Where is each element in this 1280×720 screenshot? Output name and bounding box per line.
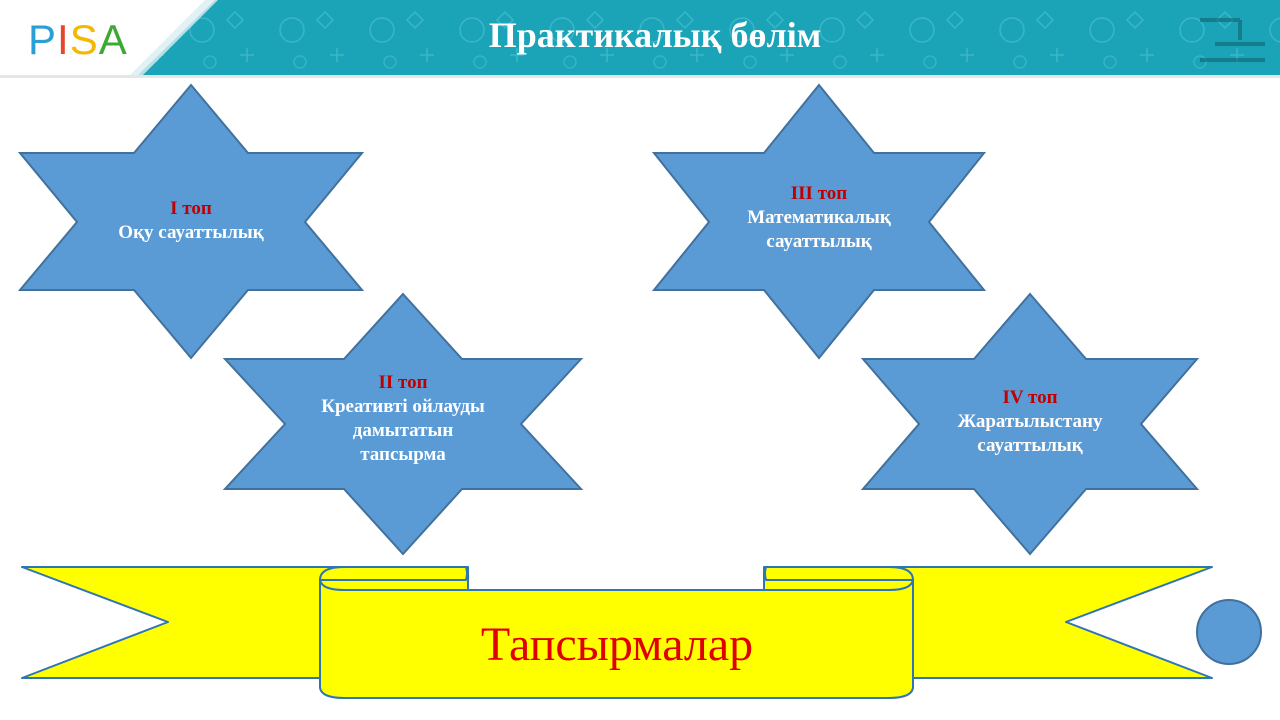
page-title: Практикалық бөлім — [488, 15, 822, 55]
group-label: IV топ — [1002, 387, 1058, 408]
logo-letter-a: A — [98, 16, 128, 63]
navigation-circle-button[interactable] — [1195, 598, 1265, 668]
logo-letter-s: S — [69, 16, 99, 63]
star-text-4: IV топ Жаратылыстану сауаттылық — [919, 386, 1141, 458]
group-subject-line: сауаттылық — [766, 231, 872, 252]
banner-label: Тапсырмалар — [480, 618, 754, 671]
group-subject-line: дамытатын — [352, 420, 454, 441]
logo-letter-i: I — [57, 16, 70, 63]
group-subject-line: Креативті ойлауды — [321, 396, 485, 417]
header-band — [0, 0, 1280, 78]
logo-letter-p: P — [28, 16, 58, 63]
star-text-3: III топ Математикалық сауаттылық — [709, 182, 929, 254]
star-group-4[interactable] — [860, 292, 1200, 556]
microscope-icon — [1200, 18, 1265, 62]
group-label: III топ — [790, 183, 848, 204]
star-group-1[interactable] — [17, 83, 365, 360]
group-label: II топ — [378, 372, 428, 393]
star-group-3[interactable] — [651, 83, 987, 360]
star-group-2[interactable] — [222, 292, 584, 556]
group-subject-line: Жаратылыстану — [957, 411, 1103, 432]
group-label: I топ — [170, 198, 212, 219]
group-subject-line: Математикалық — [747, 207, 891, 228]
group-subject-line: Оқу сауаттылық — [118, 222, 264, 243]
group-subject-line: сауаттылық — [977, 435, 1083, 456]
star-text-2: II топ Креативті ойлауды дамытатын тапсы… — [283, 371, 523, 467]
star-text-1: I топ Оқу сауаттылық — [80, 197, 302, 245]
group-subject-line: тапсырма — [360, 444, 446, 465]
